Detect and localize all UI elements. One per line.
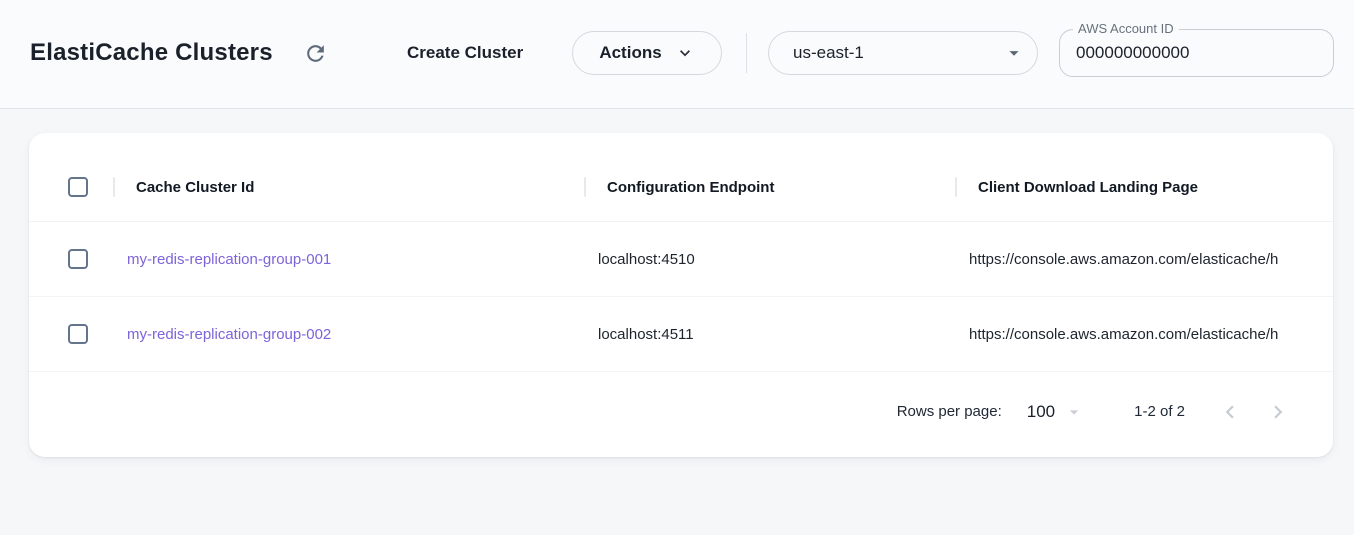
table-row: my-redis-replication-group-002 localhost… [29,297,1333,372]
row-checkbox-cell [29,249,113,269]
column-header-configuration-endpoint[interactable]: Configuration Endpoint [584,179,955,196]
create-cluster-button[interactable]: Create Cluster [407,43,524,62]
aws-account-id-label: AWS Account ID [1073,21,1179,36]
chevron-left-icon [1217,399,1243,425]
aws-account-id-field: AWS Account ID [1059,21,1334,77]
client-download-landing-page-value: https://console.aws.amazon.com/elasticac… [969,325,1279,343]
column-header-cache-cluster-id[interactable]: Cache Cluster Id [113,179,584,196]
refresh-button[interactable] [301,39,329,67]
refresh-icon [303,41,328,66]
arrow-dropdown-icon [1003,42,1025,64]
cache-cluster-id-link[interactable]: my-redis-replication-group-001 [127,250,332,268]
configuration-endpoint-value: localhost:4511 [598,325,694,343]
select-all-checkbox[interactable] [68,177,88,197]
client-download-landing-page-value: https://console.aws.amazon.com/elasticac… [969,250,1279,268]
column-header-client-download-landing-page[interactable]: Client Download Landing Page [955,179,1333,196]
topbar-divider [746,33,747,73]
header-checkbox-cell [29,177,113,197]
rows-per-page-label: Rows per page: [896,403,1002,420]
chevron-down-icon [675,43,695,63]
actions-button[interactable]: Actions [572,31,722,75]
table-header-row: Cache Cluster Id Configuration Endpoint … [29,153,1333,222]
rows-per-page-select[interactable]: 100 [1027,402,1084,422]
region-select-value: us-east-1 [793,43,864,62]
region-select[interactable]: us-east-1 [768,31,1038,75]
next-page-button[interactable] [1263,397,1293,427]
pagination-range-label: 1-2 of 2 [1134,403,1185,420]
actions-button-label: Actions [599,43,662,62]
pagination-bar: Rows per page: 100 1-2 of 2 [29,372,1333,457]
page-title: ElastiCache Clusters [30,39,273,66]
row-checkbox-cell [29,324,113,344]
previous-page-button[interactable] [1215,397,1245,427]
rows-per-page-value: 100 [1026,401,1056,421]
topbar: ElastiCache Clusters Create Cluster Acti… [0,0,1354,109]
arrow-dropdown-icon [1055,402,1084,422]
chevron-right-icon [1265,399,1291,425]
clusters-table-card: Cache Cluster Id Configuration Endpoint … [29,133,1333,457]
aws-account-id-input[interactable] [1060,43,1333,63]
configuration-endpoint-value: localhost:4510 [598,250,695,268]
table-row: my-redis-replication-group-001 localhost… [29,222,1333,297]
row-checkbox[interactable] [68,324,88,344]
row-checkbox[interactable] [68,249,88,269]
cache-cluster-id-link[interactable]: my-redis-replication-group-002 [127,325,332,343]
